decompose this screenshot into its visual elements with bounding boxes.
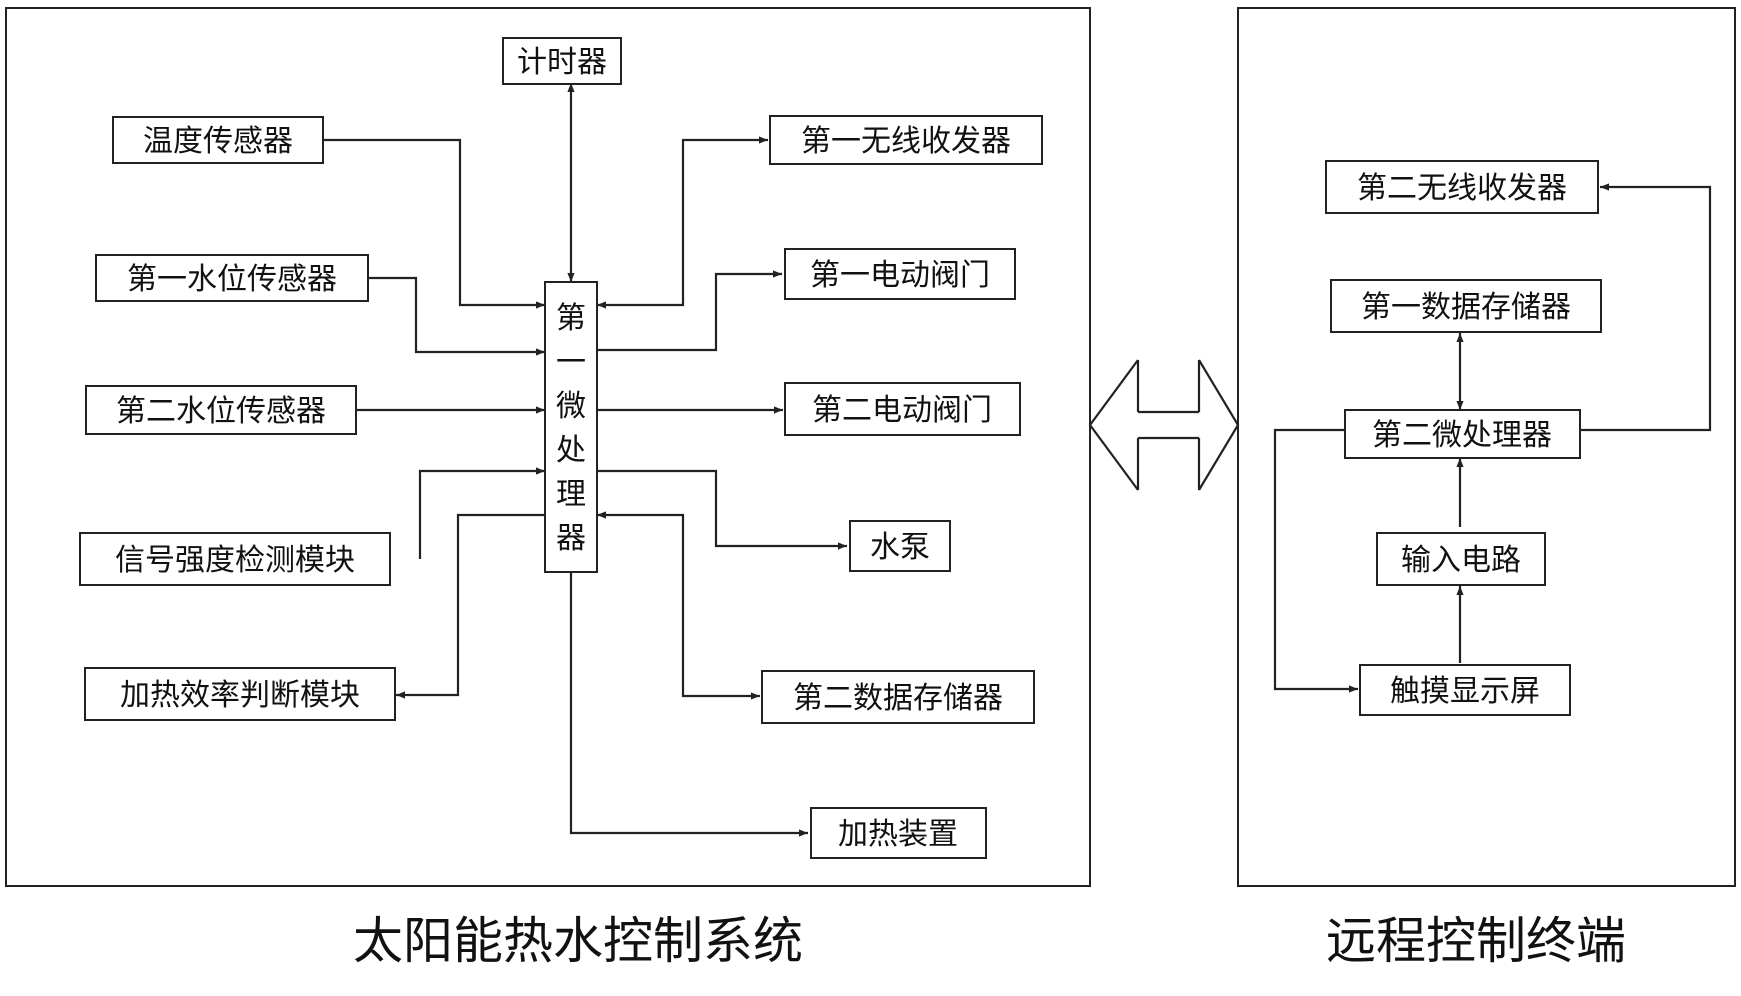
second-electric-valve-box: 第二电动阀门 — [784, 382, 1021, 436]
temperature-sensor-link — [323, 138, 545, 309]
wireless-link-fill — [1090, 360, 1238, 490]
first-wireless-transceiver-box: 第一无线收发器 — [769, 115, 1043, 165]
first-data-storage-label: 第一数据存储器 — [1361, 290, 1571, 325]
second-wireless-transceiver-label: 第二无线收发器 — [1357, 171, 1567, 206]
signal-strength-module-box: 信号强度检测模块 — [79, 532, 391, 586]
left-system-wires — [323, 83, 847, 837]
input-circuit-label: 输入电路 — [1401, 543, 1521, 578]
touch-screen-label: 触摸显示屏 — [1390, 674, 1540, 709]
heating-efficiency-link — [396, 513, 545, 699]
processor-char: 处 — [556, 433, 586, 468]
first-valve-link — [597, 270, 782, 352]
first-wireless-link — [597, 136, 768, 309]
wireless-link-double-arrow — [1088, 359, 1240, 491]
second-data-storage-label: 第二数据存储器 — [793, 681, 1003, 716]
first-electric-valve-label: 第一电动阀门 — [810, 258, 990, 293]
heating-device-link — [569, 572, 808, 837]
heating-device-label: 加热装置 — [838, 817, 958, 852]
remote-terminal-frame — [1237, 7, 1736, 887]
second-electric-valve-label: 第二电动阀门 — [812, 393, 992, 428]
temperature-sensor-label: 温度传感器 — [143, 124, 293, 159]
second-microprocessor-box: 第二微处理器 — [1344, 409, 1581, 459]
second-water-level-sensor-label: 第二水位传感器 — [116, 394, 326, 429]
second-data-storage-box: 第二数据存储器 — [761, 670, 1035, 724]
remote-terminal-caption: 远程控制终端 — [1326, 912, 1626, 970]
processor-to-touch-screen-link — [1273, 428, 1358, 693]
timer-box: 计时器 — [502, 37, 622, 85]
heating-device-box: 加热装置 — [810, 807, 987, 859]
solar-control-system-frame — [5, 7, 1091, 887]
timer-label: 计时器 — [517, 45, 607, 80]
signal-strength-link — [418, 467, 545, 559]
first-data-storage-box: 第一数据存储器 — [1330, 279, 1602, 333]
processor-char: 器 — [556, 521, 586, 556]
processor-char: 理 — [556, 477, 586, 512]
first-water-level-link — [368, 276, 545, 356]
input-circuit-box: 输入电路 — [1376, 532, 1546, 586]
heating-efficiency-module-box: 加热效率判断模块 — [84, 667, 396, 721]
touch-screen-box: 触摸显示屏 — [1359, 664, 1571, 716]
water-pump-label: 水泵 — [870, 530, 930, 565]
first-electric-valve-box: 第一电动阀门 — [784, 248, 1016, 300]
first-wireless-transceiver-label: 第一无线收发器 — [801, 124, 1011, 159]
second-wireless-transceiver-box: 第二无线收发器 — [1325, 160, 1599, 214]
processor-char: 微 — [556, 389, 586, 424]
remote-terminal-wires — [1273, 183, 1712, 693]
solar-system-caption: 太阳能热水控制系统 — [353, 912, 803, 970]
first-water-level-sensor-label: 第一水位传感器 — [127, 262, 337, 297]
second-microprocessor-label: 第二微处理器 — [1372, 418, 1552, 453]
first-microprocessor-box: 第 一 微 处 理 器 — [544, 281, 598, 573]
water-pump-box: 水泵 — [849, 520, 951, 572]
temperature-sensor-box: 温度传感器 — [112, 116, 324, 164]
signal-strength-module-label: 信号强度检测模块 — [115, 543, 355, 578]
first-water-level-sensor-box: 第一水位传感器 — [95, 254, 369, 302]
second-wireless-link — [1580, 183, 1712, 432]
heating-efficiency-module-label: 加热效率判断模块 — [120, 678, 360, 713]
processor-char: 第 — [556, 301, 586, 336]
processor-char: 一 — [556, 345, 586, 380]
second-water-level-sensor-box: 第二水位传感器 — [85, 385, 357, 435]
second-data-storage-link — [597, 511, 760, 700]
water-pump-link — [597, 469, 847, 550]
